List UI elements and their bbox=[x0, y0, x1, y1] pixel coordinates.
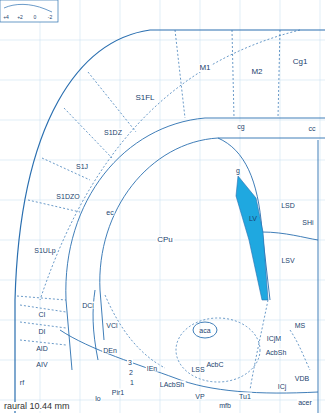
region-label: IEn bbox=[146, 365, 159, 372]
region-label: LAcbSh bbox=[159, 381, 186, 388]
area-borders bbox=[17, 30, 310, 390]
region-label: AcbSh bbox=[265, 349, 288, 356]
brain-outline bbox=[15, 30, 325, 413]
region-label: +4 bbox=[2, 15, 10, 20]
region-label: LSS bbox=[190, 366, 205, 373]
region-label: 0 bbox=[33, 15, 38, 20]
region-label: MS bbox=[294, 322, 307, 329]
region-label: CPu bbox=[156, 236, 174, 244]
region-label: ICj bbox=[277, 383, 288, 390]
region-label: VP bbox=[194, 393, 205, 400]
region-label: S1DZO bbox=[55, 193, 80, 200]
region-label: lo bbox=[94, 395, 101, 402]
region-label: AID bbox=[35, 345, 49, 352]
region-label: acer bbox=[297, 399, 313, 406]
region-label: 3 bbox=[127, 359, 133, 366]
region-label: cc bbox=[308, 125, 317, 132]
region-label: Cg1 bbox=[292, 58, 309, 66]
region-label: 2 bbox=[128, 369, 134, 376]
region-label: VCl bbox=[105, 322, 118, 329]
region-label: LV bbox=[248, 215, 258, 222]
inset-sketch bbox=[4, 4, 52, 12]
region-label: cg bbox=[236, 123, 245, 130]
region-label: mfb bbox=[218, 402, 232, 409]
section-caption: raural 10.44 mm bbox=[3, 402, 71, 411]
region-label: -2 bbox=[47, 15, 53, 20]
region-label: rf bbox=[19, 379, 25, 386]
region-label: Tu1 bbox=[238, 393, 252, 400]
region-label: DCl bbox=[81, 302, 95, 309]
region-label: M2 bbox=[250, 68, 263, 76]
region-label: ec bbox=[105, 209, 114, 216]
region-label: DEn bbox=[102, 347, 118, 354]
region-label: S1DZ bbox=[103, 129, 123, 136]
region-label: LSV bbox=[280, 257, 295, 264]
region-label: LSD bbox=[280, 202, 296, 209]
lateral-ventricle bbox=[236, 176, 268, 300]
region-label: +2 bbox=[16, 15, 24, 20]
region-label: SHi bbox=[301, 219, 314, 226]
region-label: S1J bbox=[75, 163, 89, 170]
region-label: 1 bbox=[129, 379, 135, 386]
region-label: M1 bbox=[198, 64, 211, 72]
region-label: CI bbox=[38, 311, 47, 318]
region-label: DI bbox=[38, 328, 47, 335]
region-label: g bbox=[235, 167, 241, 174]
region-label: AIV bbox=[35, 361, 48, 368]
region-label: S1ULp bbox=[33, 247, 56, 254]
region-label: Pir1 bbox=[111, 389, 125, 396]
region-borders bbox=[60, 118, 325, 413]
region-label: aca bbox=[198, 327, 211, 334]
region-label: VDB bbox=[294, 375, 310, 382]
region-label: AcbC bbox=[205, 361, 224, 368]
region-label: ICjM bbox=[266, 335, 282, 342]
inset-box bbox=[0, 0, 58, 22]
region-label: S1FL bbox=[134, 94, 155, 102]
